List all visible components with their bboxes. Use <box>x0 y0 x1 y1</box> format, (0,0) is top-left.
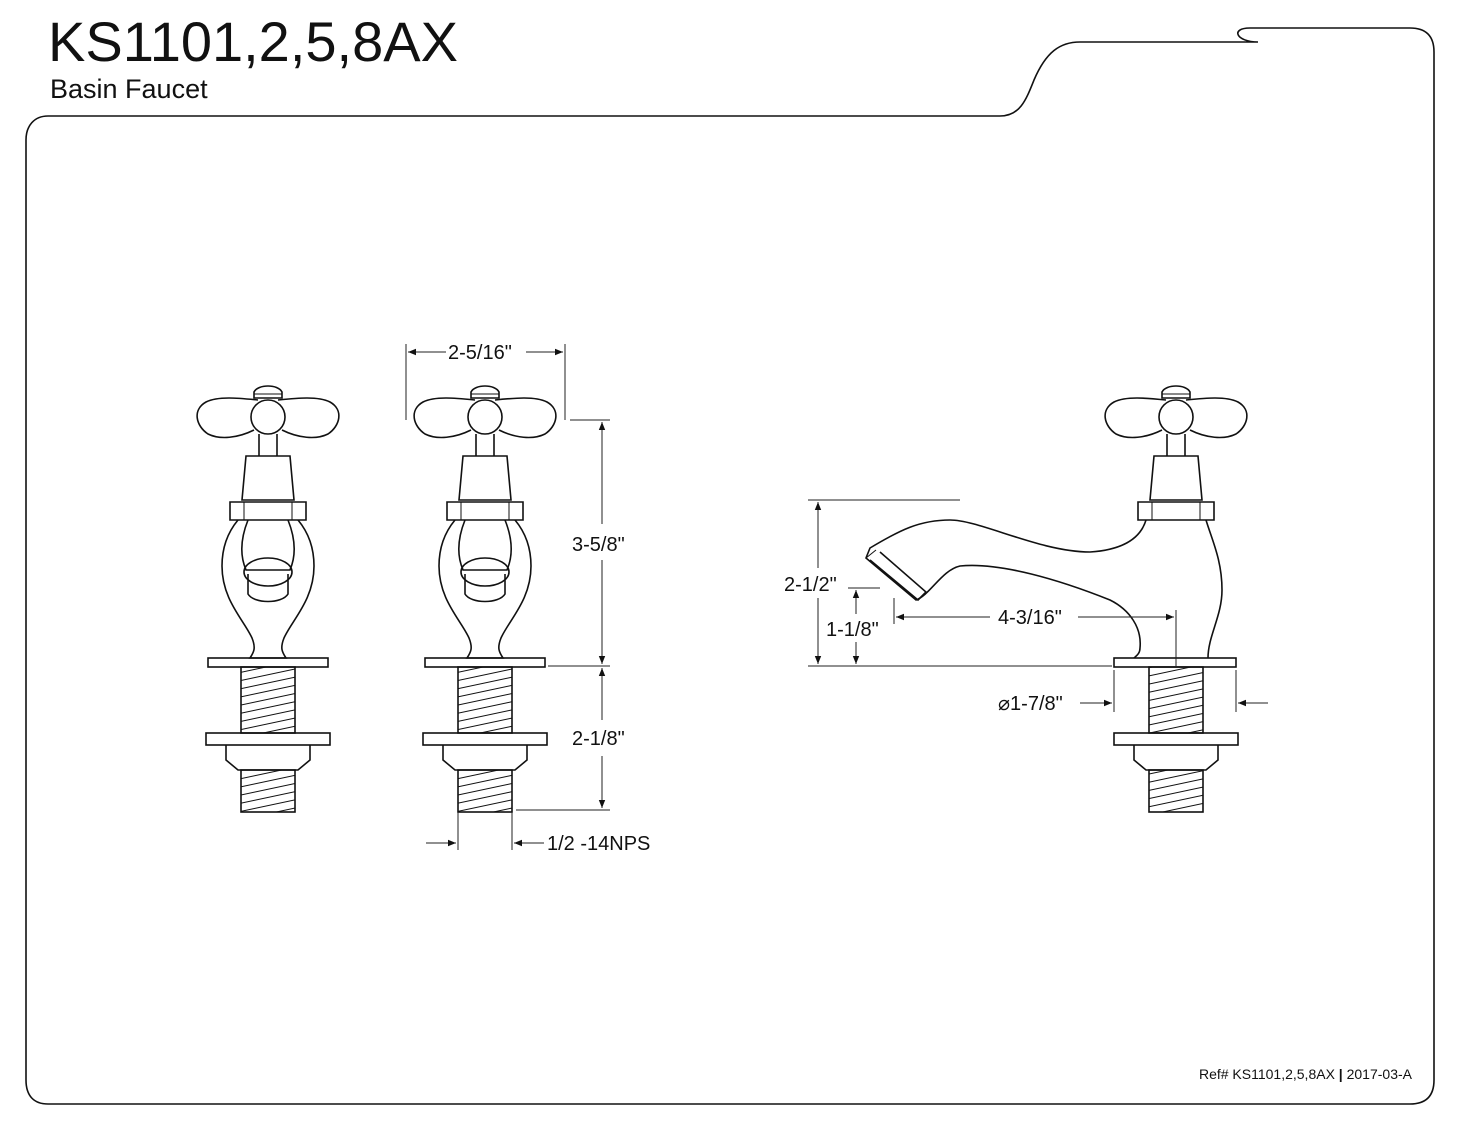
faucet-side-view <box>865 385 1248 813</box>
ref-separator: | <box>1338 1066 1343 1082</box>
tap-front-view-right <box>413 385 557 813</box>
dim-thread: 1/2 -14NPS <box>547 833 650 855</box>
ref-label: Ref# <box>1198 1066 1229 1082</box>
dim-handle-width: 2-5/16" <box>448 342 512 364</box>
page-subtitle: Basin Faucet <box>50 74 208 104</box>
dim-shank-length: 2-1/8" <box>572 728 625 750</box>
ref-revision: 2017-03-A <box>1346 1066 1412 1082</box>
drawing-frame <box>25 27 1435 1105</box>
dim-spout-reach: 4-3/16" <box>998 607 1062 629</box>
dim-base-diameter: ⌀1-7/8" <box>998 693 1063 715</box>
dim-spout-height: 2-1/2" <box>784 574 837 596</box>
dim-valve-height: 3-5/8" <box>572 534 625 556</box>
dim-spout-clearance: 1-1/8" <box>826 619 879 641</box>
reference-footer: Ref# KS1101,2,5,8AX | 2017-03-A <box>1199 1066 1412 1082</box>
ref-model: KS1101,2,5,8AX <box>1232 1066 1335 1082</box>
page-title: KS1101,2,5,8AX <box>48 10 458 73</box>
tap-front-view-left <box>196 385 340 813</box>
